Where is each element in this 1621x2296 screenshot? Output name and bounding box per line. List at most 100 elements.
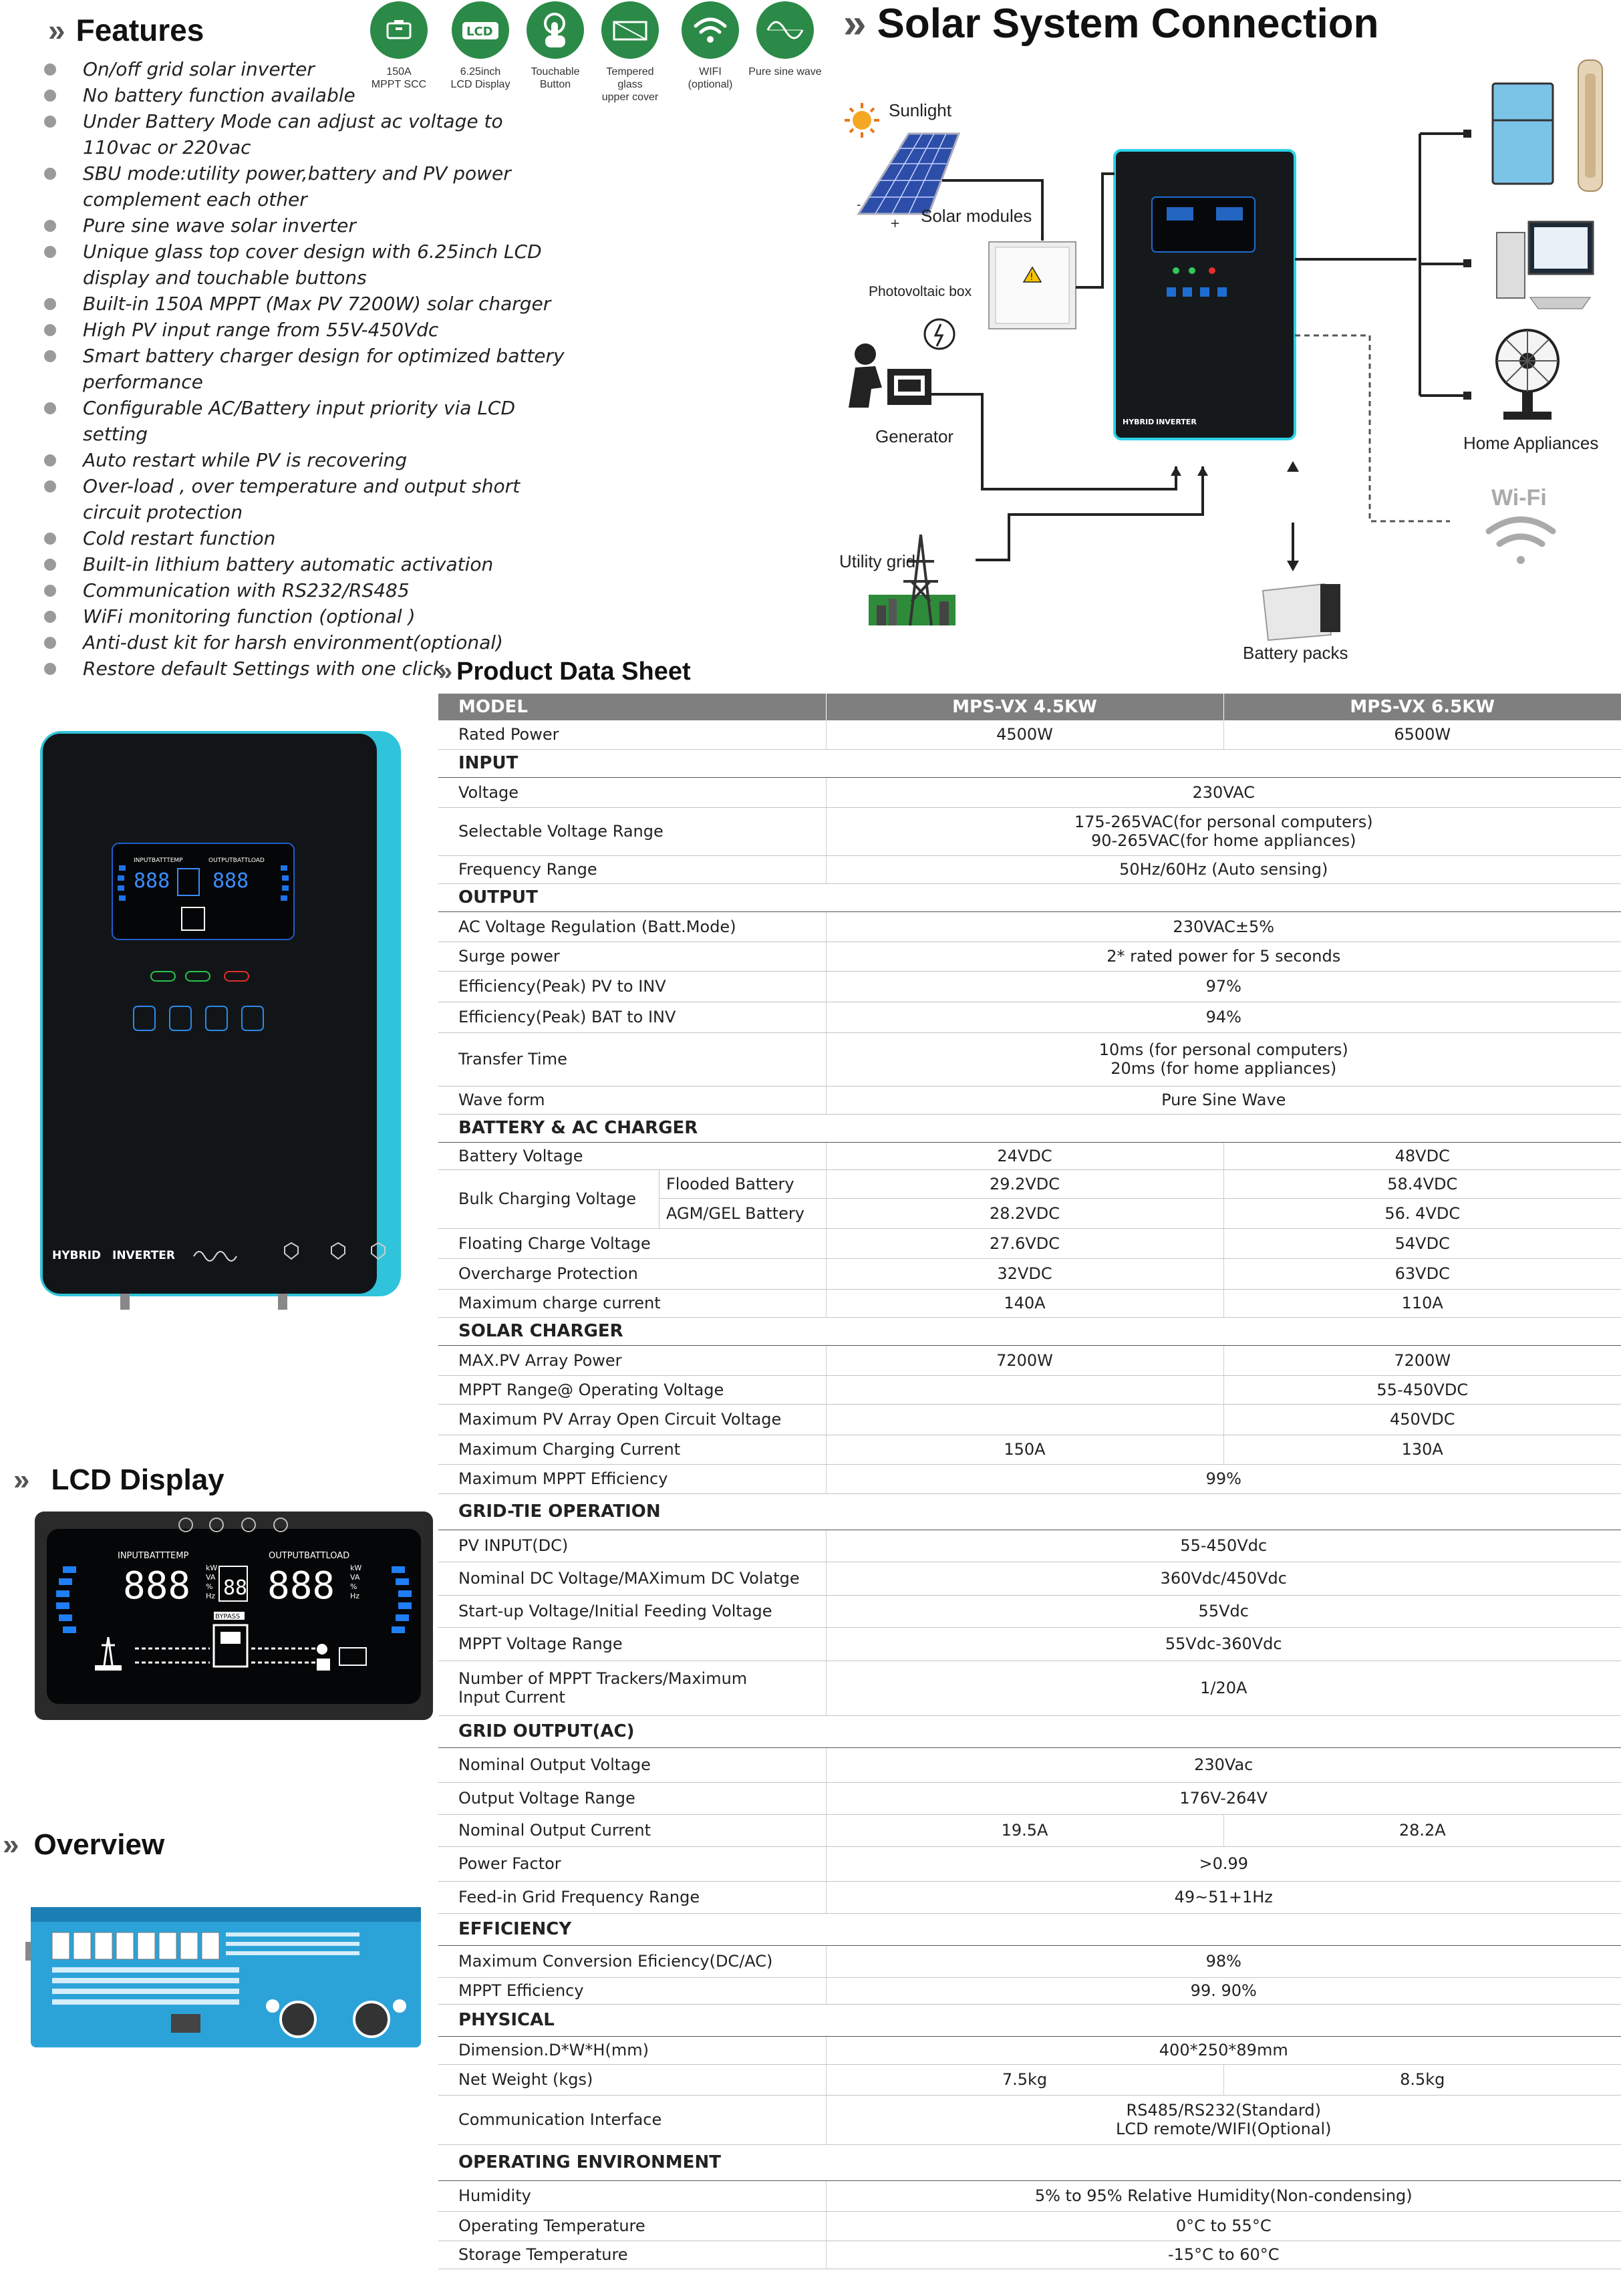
svg-text:Hz: Hz xyxy=(206,1592,215,1600)
section-row: SOLAR CHARGER xyxy=(438,1317,1621,1346)
row-label: Storage Temperature xyxy=(438,2241,826,2269)
lcd-display-icon: LCD xyxy=(452,1,509,59)
feature-item: Auto restart while PV is recovering xyxy=(43,447,577,473)
overview-title: Overview xyxy=(33,1828,165,1861)
row-label: Efficiency(Peak) PV to INV xyxy=(438,971,826,1002)
cell-45kw: 24VDC xyxy=(825,1142,1223,1170)
bullet-icon xyxy=(44,324,56,336)
overview-image xyxy=(25,1907,421,2047)
row-value: -15°C to 60°C xyxy=(825,2241,1621,2269)
datasheet-title: Product Data Sheet xyxy=(456,658,691,686)
row-label: Maximum Conversion Eficiency(DC/AC) xyxy=(438,1945,826,1978)
solar-heading: » Solar System Connection xyxy=(843,0,1379,47)
row-label: Feed-in Grid Frequency Range xyxy=(438,1881,826,1914)
solar-title: Solar System Connection xyxy=(877,1,1379,47)
row-value: 99% xyxy=(825,1464,1621,1494)
cell-65kw: 54VDC xyxy=(1223,1228,1621,1259)
row-value: Pure Sine Wave xyxy=(825,1086,1621,1115)
row-label: Selectable Voltage Range xyxy=(438,807,826,856)
feature-badge: 150A MPPT SCC xyxy=(362,1,436,91)
feature-text: Cold restart function xyxy=(83,527,276,549)
section-label: BATTERY & AC CHARGER xyxy=(438,1114,1621,1143)
feature-badge: LCD 6.25inch LCD Display xyxy=(444,1,517,91)
feature-text: Communication with RS232/RS485 xyxy=(83,579,410,601)
cell-45kw: 7.5kg xyxy=(825,2064,1223,2096)
lcd-input-label: INPUTBATTTEMP xyxy=(118,1551,188,1561)
section-label: OUTPUT xyxy=(438,883,1621,912)
cell-65kw: 7200W xyxy=(1223,1345,1621,1376)
row-sublabel: AGM/GEL Battery xyxy=(659,1198,826,1229)
chevron-icon: » xyxy=(3,1828,19,1861)
cell-65kw: 130A xyxy=(1223,1435,1621,1465)
bullet-icon xyxy=(44,480,56,492)
row-label: Nominal Output Current xyxy=(438,1814,826,1847)
row-value: 1/20A xyxy=(825,1661,1621,1716)
feature-item: Built-in 150A MPPT (Max PV 7200W) solar … xyxy=(43,291,577,317)
cell-45kw: 7200W xyxy=(825,1345,1223,1376)
row-value: 176V-264V xyxy=(825,1782,1621,1815)
row-label: Nominal Output Voltage xyxy=(438,1747,826,1783)
feature-text: Anti-dust kit for harsh environment(opti… xyxy=(83,631,503,654)
row-label: MPPT Efficiency xyxy=(438,1977,826,2005)
feature-text: WiFi monitoring function (optional ) xyxy=(83,605,416,627)
row-value: 230VAC xyxy=(825,777,1621,808)
section-label: PHYSICAL xyxy=(438,2004,1621,2037)
row-label: Maximum Charging Current xyxy=(438,1435,826,1465)
feature-badge-caption: 6.25inch LCD Display xyxy=(450,66,510,90)
feature-text: No battery function available xyxy=(83,84,355,106)
cell-45kw: 29.2VDC xyxy=(825,1169,1223,1199)
cell-65kw: 58.4VDC xyxy=(1223,1169,1621,1199)
row-label: Net Weight (kgs) xyxy=(438,2064,826,2096)
feature-badge-caption: 150A MPPT SCC xyxy=(371,66,427,90)
svg-text:!: ! xyxy=(1030,272,1034,283)
svg-text:VA: VA xyxy=(350,1573,360,1582)
label-home-appliances: Home Appliances xyxy=(1463,433,1599,453)
label-solar-modules: Solar modules xyxy=(921,206,1032,226)
row-label: Output Voltage Range xyxy=(438,1782,826,1815)
feature-badge: WIFI (optional) xyxy=(674,1,747,91)
cell-65kw: 63VDC xyxy=(1223,1258,1621,1290)
cell-45kw: 28.2VDC xyxy=(825,1198,1223,1229)
table-row: Power Factor>0.99 xyxy=(438,1846,1621,1882)
row-value: 0°C to 55°C xyxy=(825,2211,1621,2241)
row-value: 400*250*89mm xyxy=(825,2036,1621,2065)
section-row: OPERATING ENVIRONMENT xyxy=(438,2144,1621,2181)
cell-45kw: 32VDC xyxy=(825,1258,1223,1290)
svg-text:Hz: Hz xyxy=(350,1592,359,1600)
row-label: Humidity xyxy=(438,2180,826,2212)
label-generator: Generator xyxy=(875,426,954,446)
feature-text: On/off grid solar inverter xyxy=(83,58,315,80)
row-label: Dimension.D*W*H(mm) xyxy=(438,2036,826,2065)
feature-badge-caption: WIFI (optional) xyxy=(688,66,733,90)
chevron-icon: » xyxy=(843,1,867,47)
tempered-glass-icon xyxy=(601,1,659,59)
feature-item: Cold restart function xyxy=(43,525,577,551)
sun-icon xyxy=(845,103,879,138)
row-value: 175-265VAC(for personal computers) 90-26… xyxy=(825,807,1621,856)
features-heading: » Features xyxy=(48,12,204,48)
label-battery-packs: Battery packs xyxy=(1243,643,1348,663)
feature-item: Pure sine wave solar inverter xyxy=(43,212,577,239)
cell-45kw: 150A xyxy=(825,1435,1223,1465)
feature-badge-caption: Touchable Button xyxy=(531,66,580,90)
feature-badge: Tempered glass upper cover xyxy=(593,1,667,104)
row-label: Rated Power xyxy=(438,720,826,750)
diagram-inverter-hybrid: HYBRID xyxy=(1123,418,1154,426)
row-label: Number of MPPT Trackers/Maximum Input Cu… xyxy=(438,1661,826,1716)
row-value: 230VAC±5% xyxy=(825,911,1621,942)
table-row: Number of MPPT Trackers/Maximum Input Cu… xyxy=(438,1661,1621,1716)
chevron-icon: » xyxy=(438,658,452,686)
cell-65kw: 110A xyxy=(1223,1289,1621,1318)
cell-45kw: 140A xyxy=(825,1289,1223,1318)
